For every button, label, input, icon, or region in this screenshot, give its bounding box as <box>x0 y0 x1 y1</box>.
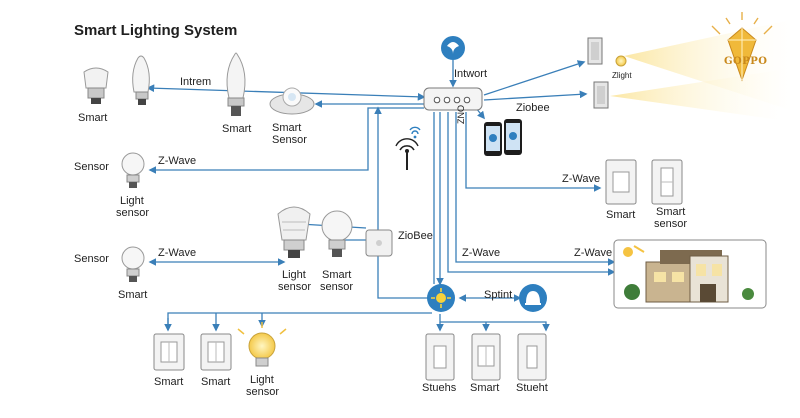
label-smart-bulb-sensor2: Smart <box>118 289 148 301</box>
label-light-sensor-bl-line2: sensor <box>246 386 280 398</box>
light-sensor-bulb-large <box>277 206 311 258</box>
zlight-bulb <box>615 55 627 67</box>
bell-icon <box>519 284 547 312</box>
switch-br-1 <box>425 333 455 381</box>
label-smart-sensor-line2: Sensor <box>272 134 307 146</box>
line-br-bus <box>439 314 550 332</box>
edge-label-zwave-right1: Z-Wave <box>562 173 601 185</box>
smart-switch-bl-1 <box>153 333 185 371</box>
edge-label-ziobee-top: Ziobee <box>516 102 550 114</box>
label-switch-bl-2: Smart <box>201 376 231 388</box>
switch-br-3 <box>517 333 547 381</box>
label-switch-bl-1: Smart <box>154 376 184 388</box>
smart-bulb-3 <box>226 52 246 116</box>
label-light-sensor-mid-line1: Light <box>282 269 306 281</box>
smart-bulb-1 <box>83 67 109 104</box>
smart-sensor-bulb <box>321 210 353 257</box>
edge-label-intrem: Intrem <box>180 76 212 88</box>
line-hub-lamp2 <box>483 90 588 101</box>
label-sensor-2: Sensor <box>74 253 109 265</box>
edge-label-zno: ZNO <box>456 105 466 124</box>
label-light-sensor-mid-line2: sensor <box>278 281 312 293</box>
wifi-small-icon <box>409 126 421 139</box>
line-zwave-sensor1 <box>148 107 424 174</box>
connector-lines <box>146 60 616 332</box>
label-smart-sensor-mid-line2: sensor <box>320 281 354 293</box>
light-sensor-bulb-2 <box>121 246 145 282</box>
line-zwave-mid <box>455 112 616 266</box>
wall-panel-2 <box>593 81 609 109</box>
label-switch-br-1: Stuehs <box>422 382 457 394</box>
internet-globe-icon <box>441 36 465 88</box>
smart-switch-right-1 <box>605 159 637 205</box>
label-smart-sensor-mid-line1: Smart <box>322 269 352 281</box>
line-hub-switch <box>465 112 602 192</box>
label-smart-bulb-1: Smart <box>78 112 108 124</box>
label-light-sensor-1-line1: Light <box>120 195 144 207</box>
logo-text: GOPPO <box>724 56 768 67</box>
line-hub-lamp1 <box>483 60 586 96</box>
edge-label-zwave-mid: Z-Wave <box>462 247 501 259</box>
light-sensor-glowing-bulb <box>237 322 287 367</box>
sun-icon <box>427 284 455 312</box>
label-zlight: Zlight <box>612 71 632 80</box>
hub-label: Intwort <box>454 68 488 80</box>
page-title: Smart Lighting System <box>74 22 238 39</box>
edge-label-ziobee-mid: ZioBee <box>398 230 433 242</box>
goppo-logo <box>711 12 773 82</box>
switch-br-2 <box>471 333 501 381</box>
smartphone-icon-2 <box>504 119 522 155</box>
label-switch-right-1: Smart <box>606 209 636 221</box>
light-sensor-bulb-1 <box>121 152 145 188</box>
label-switch-right-2-line1: Smart <box>656 206 686 218</box>
label-light-sensor-1-line2: sensor <box>116 207 150 219</box>
edge-label-zwave-left2: Z-Wave <box>158 247 197 259</box>
smart-sensor-device <box>269 87 315 115</box>
ziobee-hub-box <box>365 229 393 257</box>
label-smart-bulb-3: Smart <box>222 123 252 135</box>
house-illustration <box>613 239 767 309</box>
right-glow-beams <box>610 20 790 120</box>
antenna-icon <box>395 138 419 170</box>
edge-label-sptint: Sptint <box>484 289 513 301</box>
label-sensor-1: Sensor <box>74 161 109 173</box>
smartphone-icon <box>484 122 502 156</box>
label-switch-right-2-line2: sensor <box>654 218 688 230</box>
label-switch-br-3: Stueht <box>516 382 548 394</box>
smart-switch-bl-2 <box>200 333 232 371</box>
line-house <box>447 112 616 276</box>
smart-switch-right-2 <box>651 159 683 205</box>
smart-bulb-2 <box>132 55 150 105</box>
label-smart-sensor-line1: Smart <box>272 122 302 134</box>
line-bottom-left <box>167 312 432 330</box>
edge-label-zwave-left1: Z-Wave <box>158 155 197 167</box>
edge-label-zwave-right2: Z-Wave <box>574 247 613 259</box>
hub-device <box>423 87 483 111</box>
line-bottom-bus <box>377 256 430 299</box>
label-light-sensor-bl-line1: Light <box>250 374 274 386</box>
wall-panel-1 <box>587 37 603 65</box>
label-switch-br-2: Smart <box>470 382 500 394</box>
